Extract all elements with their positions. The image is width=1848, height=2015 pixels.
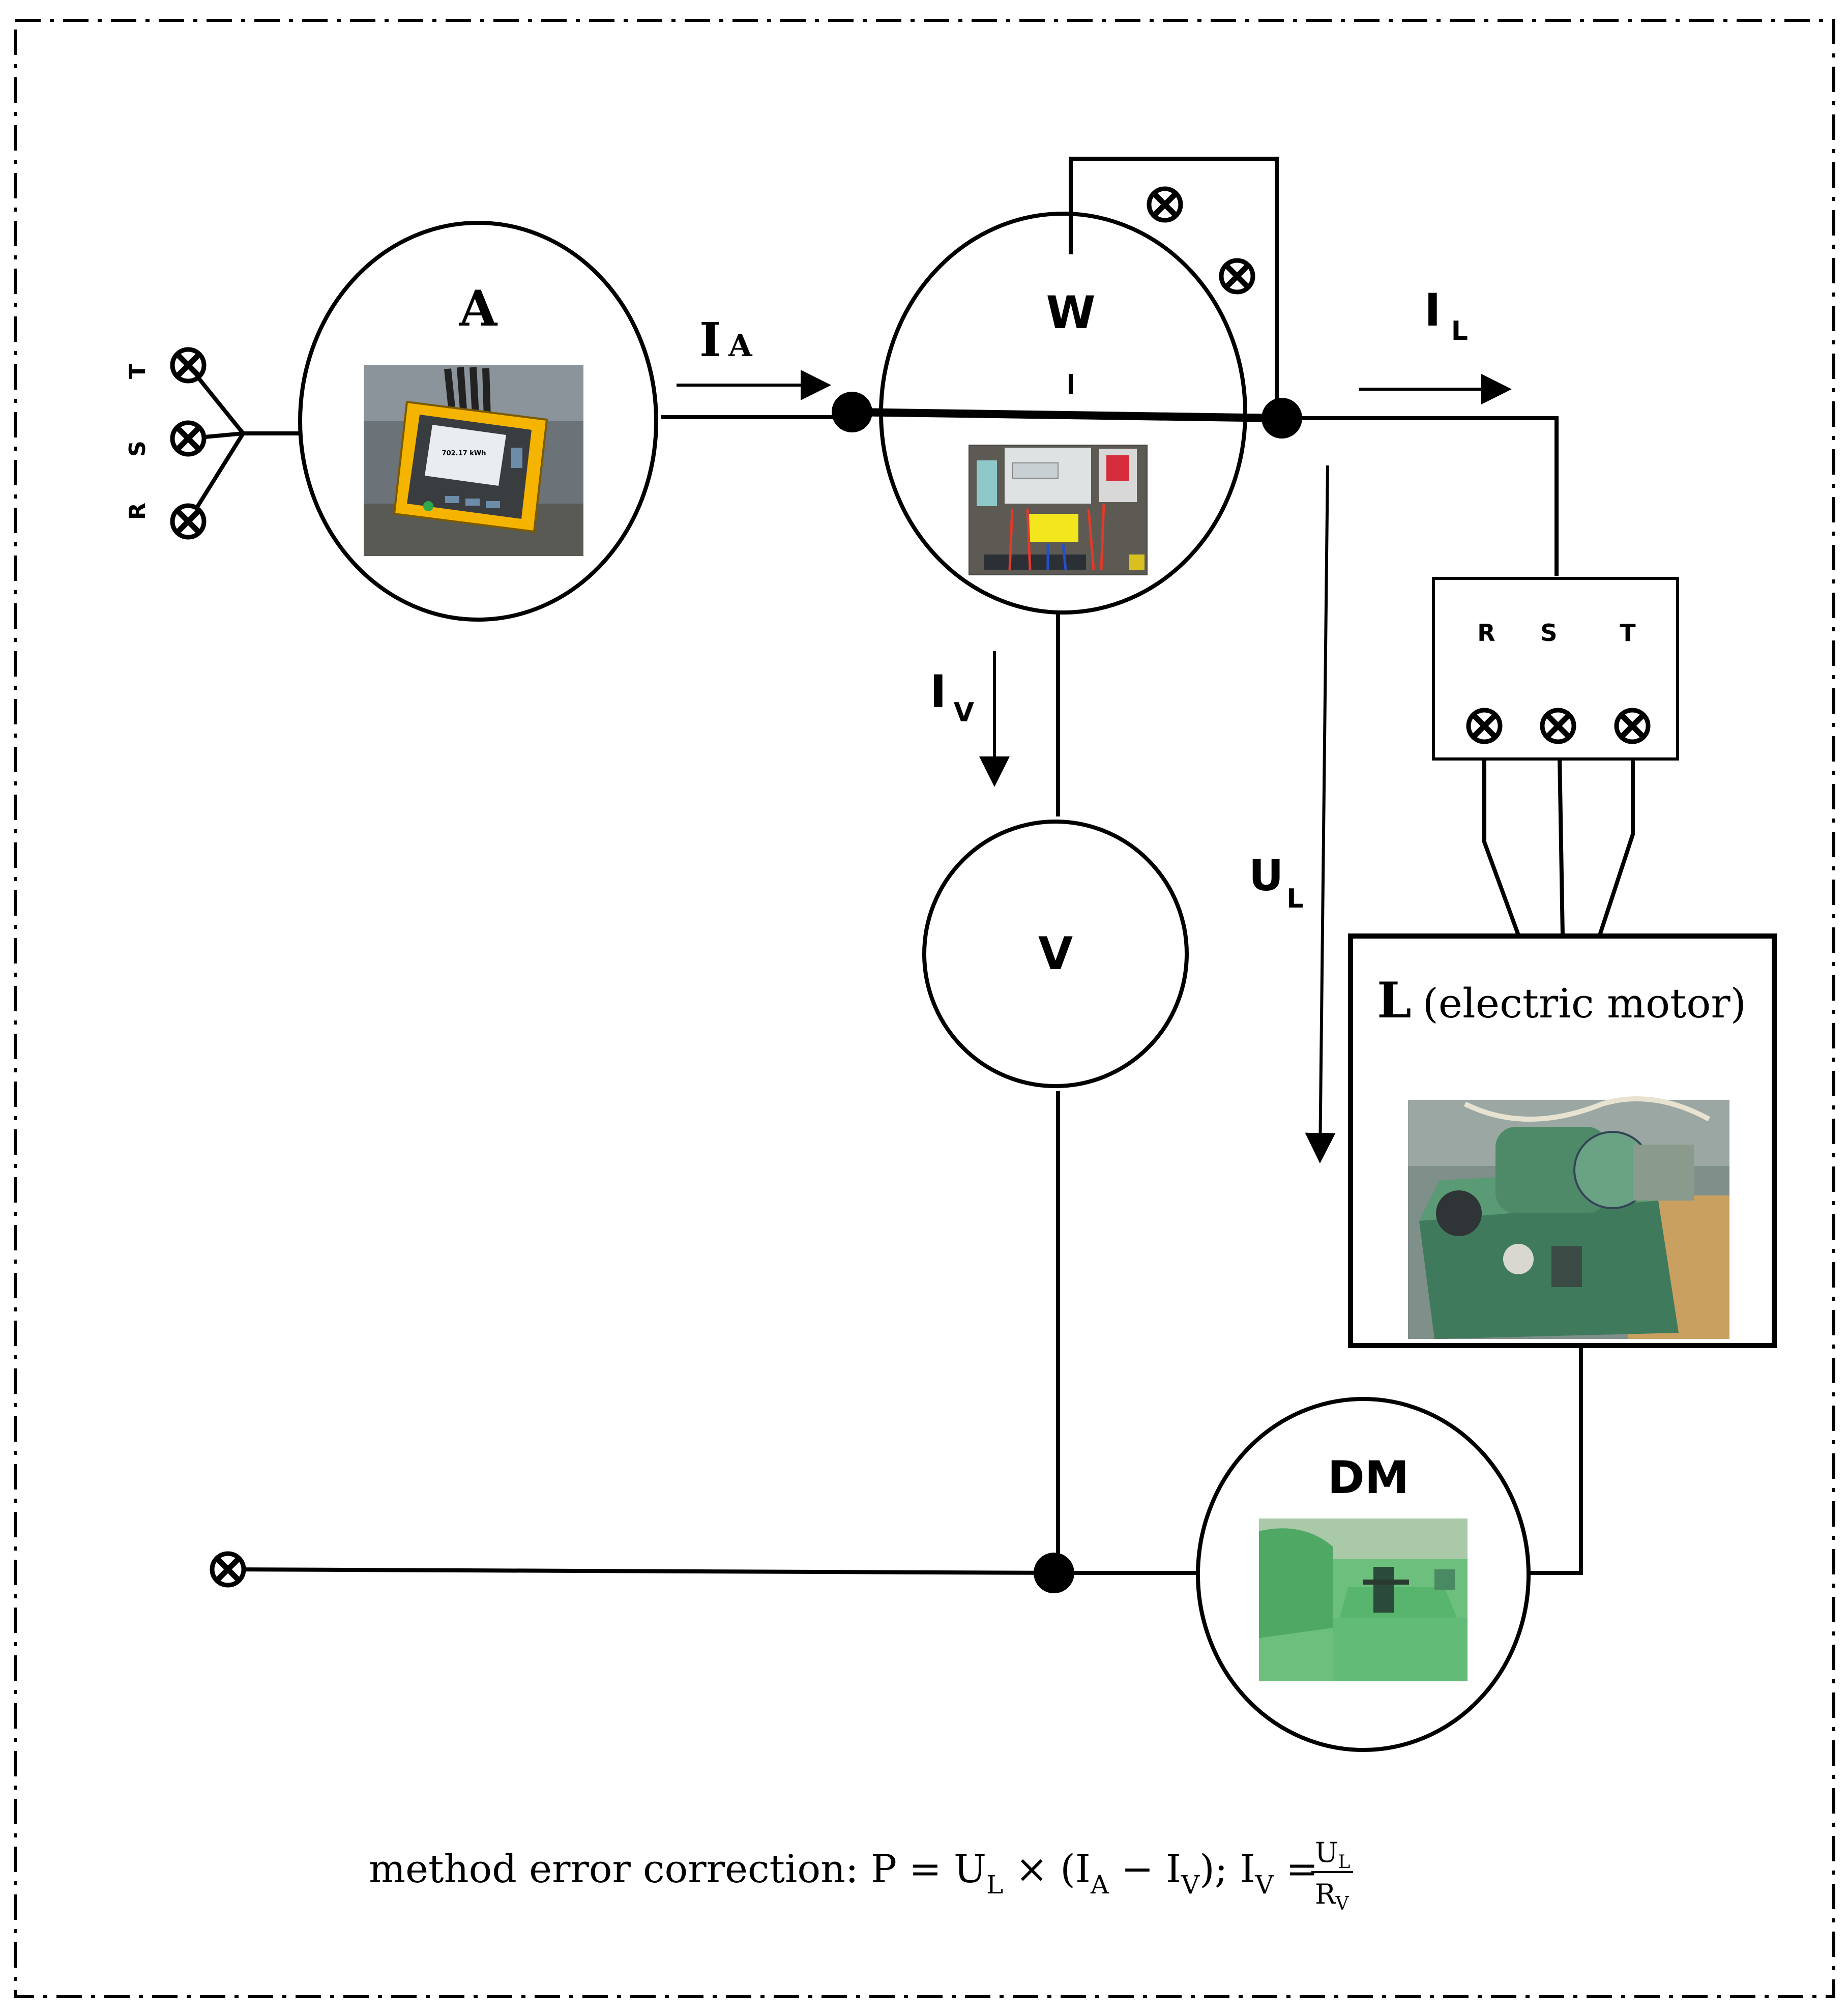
source-phase-s: S (125, 441, 151, 457)
wattmeter-current-coil-inside (852, 408, 1282, 422)
voltmeter-label: V (1038, 927, 1073, 980)
box-phase-t: T (1620, 619, 1636, 647)
box-terminal-s (1542, 710, 1574, 742)
junction-wattmeter-in (832, 392, 872, 432)
wattmeter-terminal-2 (1221, 260, 1253, 292)
motor-letter: L (1377, 972, 1412, 1029)
ammeter-display-text: 702.17 kWh (442, 450, 486, 457)
wattmeter-label: W (1046, 286, 1095, 339)
svg-text:UL: UL (1315, 1836, 1351, 1873)
diagram-border (14, 19, 1835, 1998)
ammeter-photo: 702.17 kWh (364, 365, 583, 556)
dm-label: DM (1328, 1451, 1410, 1504)
formula: method error correction: P = UL × (IA − … (369, 1846, 1318, 1900)
box-terminal-t (1617, 710, 1648, 742)
wattmeter-photo (969, 445, 1148, 575)
source-terminal-r (172, 506, 204, 537)
junction-lower (1034, 1553, 1074, 1593)
motor-photo (1408, 1096, 1729, 1339)
dm-photo (1259, 1518, 1468, 1681)
box-terminal-r (1469, 710, 1500, 742)
motor-desc: (electric motor) (1423, 980, 1746, 1027)
arrow-ul (1305, 465, 1336, 1163)
motor-label: L(electric motor) (1377, 972, 1746, 1029)
box-phase-r: R (1477, 619, 1495, 647)
wattmeter-terminal-1 (1149, 189, 1181, 220)
source-terminal-s (172, 423, 204, 454)
box-phase-s: S (1540, 619, 1557, 647)
source-phase-r: R (125, 503, 151, 520)
voltmeter-circle (922, 820, 1189, 1088)
lower-terminal (212, 1554, 244, 1585)
ammeter-label: A (459, 280, 498, 337)
source-terminal-t (172, 349, 204, 381)
junction-wattmeter-out (1262, 398, 1302, 439)
formula-fraction: UL RV (1311, 1836, 1353, 1914)
svg-text:RV: RV (1315, 1878, 1350, 1914)
source-phase-t: T (125, 364, 151, 379)
